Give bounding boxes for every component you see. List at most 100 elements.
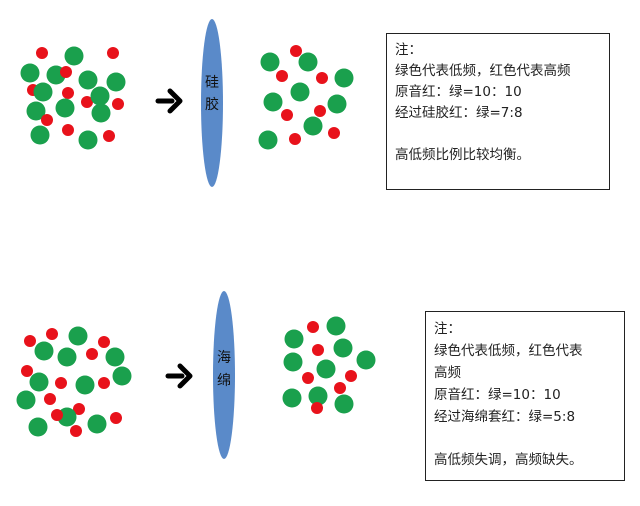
high-frequency-dot — [41, 114, 53, 126]
high-frequency-dot — [316, 72, 328, 84]
bottom-note-box: 注： 绿色代表低频，红色代表 高频 原音红：绿=10：10 经过海绵套红：绿=5… — [425, 311, 625, 481]
low-frequency-dot — [91, 103, 111, 123]
high-frequency-dot — [55, 377, 67, 389]
low-frequency-dot — [28, 417, 48, 437]
top-note-spacer — [395, 124, 601, 145]
high-frequency-dot — [98, 336, 110, 348]
high-frequency-dot — [289, 133, 301, 145]
low-frequency-dot — [78, 130, 98, 150]
high-frequency-dot — [345, 370, 357, 382]
high-frequency-dot — [328, 127, 340, 139]
high-frequency-dot — [24, 335, 36, 347]
low-frequency-dot — [87, 414, 107, 434]
low-frequency-dot — [30, 125, 50, 145]
bottom-note-sponge-ratio: 经过海绵套红：绿=5:8 — [434, 409, 576, 425]
high-frequency-dot — [334, 382, 346, 394]
silicone-lens-label-2: 胶 — [205, 96, 219, 113]
low-frequency-dot — [303, 116, 323, 136]
low-frequency-dot — [57, 347, 77, 367]
high-frequency-dot — [46, 328, 58, 340]
low-frequency-dot — [90, 86, 110, 106]
high-frequency-dot — [44, 393, 56, 405]
high-frequency-dot — [110, 412, 122, 424]
top-filtered-cluster — [258, 45, 354, 150]
bottom-note-original-ratio: 原音红：绿=10：10 — [434, 387, 561, 403]
high-frequency-dot — [276, 70, 288, 82]
low-frequency-dot — [55, 98, 75, 118]
low-frequency-dot — [105, 347, 125, 367]
low-frequency-dot — [75, 375, 95, 395]
high-frequency-dot — [81, 96, 93, 108]
low-frequency-dot — [308, 386, 328, 406]
low-frequency-dot — [327, 94, 347, 114]
low-frequency-dot — [20, 63, 40, 83]
low-frequency-dot — [64, 46, 84, 66]
low-frequency-dot — [334, 394, 354, 414]
high-frequency-dot — [36, 47, 48, 59]
low-frequency-dot — [356, 350, 376, 370]
top-note-box: 注： 绿色代表低频，红色代表高频 原音红：绿=10：10 经过硅胶红：绿=7:8… — [386, 33, 610, 190]
high-frequency-dot — [98, 377, 110, 389]
low-frequency-dot — [29, 372, 49, 392]
high-frequency-dot — [312, 344, 324, 356]
high-frequency-dot — [107, 47, 119, 59]
bottom-source-cluster — [16, 326, 132, 437]
low-frequency-dot — [334, 68, 354, 88]
low-frequency-dot — [260, 52, 280, 72]
top-note-silicone-ratio: 经过硅胶红：绿=7:8 — [395, 105, 523, 121]
high-frequency-dot — [281, 109, 293, 121]
high-frequency-dot — [290, 45, 302, 57]
bottom-arrow-icon — [165, 363, 193, 389]
low-frequency-dot — [26, 101, 46, 121]
bottom-note-title: 注： — [434, 321, 461, 337]
high-frequency-dot — [62, 124, 74, 136]
low-frequency-dot — [282, 388, 302, 408]
high-frequency-dot — [51, 409, 63, 421]
bottom-note-legend-cont: 高频 — [434, 365, 461, 381]
high-frequency-dot — [62, 87, 74, 99]
high-frequency-dot — [70, 425, 82, 437]
high-frequency-dot — [302, 372, 314, 384]
bottom-note-conclusion: 高低频失调，高频缺失。 — [434, 452, 583, 468]
top-note-title: 注： — [395, 42, 422, 58]
sponge-lens-label-1: 海 — [217, 350, 231, 366]
silicone-lens — [201, 19, 223, 187]
low-frequency-dot — [316, 359, 336, 379]
low-frequency-dot — [106, 72, 126, 92]
high-frequency-dot — [60, 66, 72, 78]
low-frequency-dot — [283, 352, 303, 372]
low-frequency-dot — [16, 390, 36, 410]
low-frequency-dot — [112, 366, 132, 386]
top-note-conclusion: 高低频比例比较均衡。 — [395, 147, 530, 163]
top-note-original-ratio: 原音红：绿=10：10 — [395, 84, 522, 100]
top-note-legend: 绿色代表低频，红色代表高频 — [395, 63, 571, 79]
low-frequency-dot — [258, 130, 278, 150]
silicone-lens-label-1: 硅 — [205, 75, 219, 91]
high-frequency-dot — [112, 98, 124, 110]
high-frequency-dot — [103, 130, 115, 142]
sponge-lens-label-2: 绵 — [217, 372, 231, 389]
low-frequency-dot — [78, 70, 98, 90]
high-frequency-dot — [311, 402, 323, 414]
high-frequency-dot — [307, 321, 319, 333]
low-frequency-dot — [290, 82, 310, 102]
high-frequency-dot — [86, 348, 98, 360]
high-frequency-dot — [73, 403, 85, 415]
low-frequency-dot — [284, 329, 304, 349]
low-frequency-dot — [34, 341, 54, 361]
low-frequency-dot — [333, 338, 353, 358]
bottom-filtered-cluster — [282, 316, 376, 414]
high-frequency-dot — [314, 105, 326, 117]
low-frequency-dot — [68, 326, 88, 346]
top-arrow-icon — [155, 88, 183, 114]
low-frequency-dot — [263, 92, 283, 112]
high-frequency-dot — [21, 365, 33, 377]
top-source-cluster — [20, 46, 126, 150]
low-frequency-dot — [298, 52, 318, 72]
low-frequency-dot — [33, 82, 53, 102]
bottom-note-legend: 绿色代表低频，红色代表 — [434, 343, 583, 359]
sponge-lens — [213, 291, 235, 459]
low-frequency-dot — [326, 316, 346, 336]
